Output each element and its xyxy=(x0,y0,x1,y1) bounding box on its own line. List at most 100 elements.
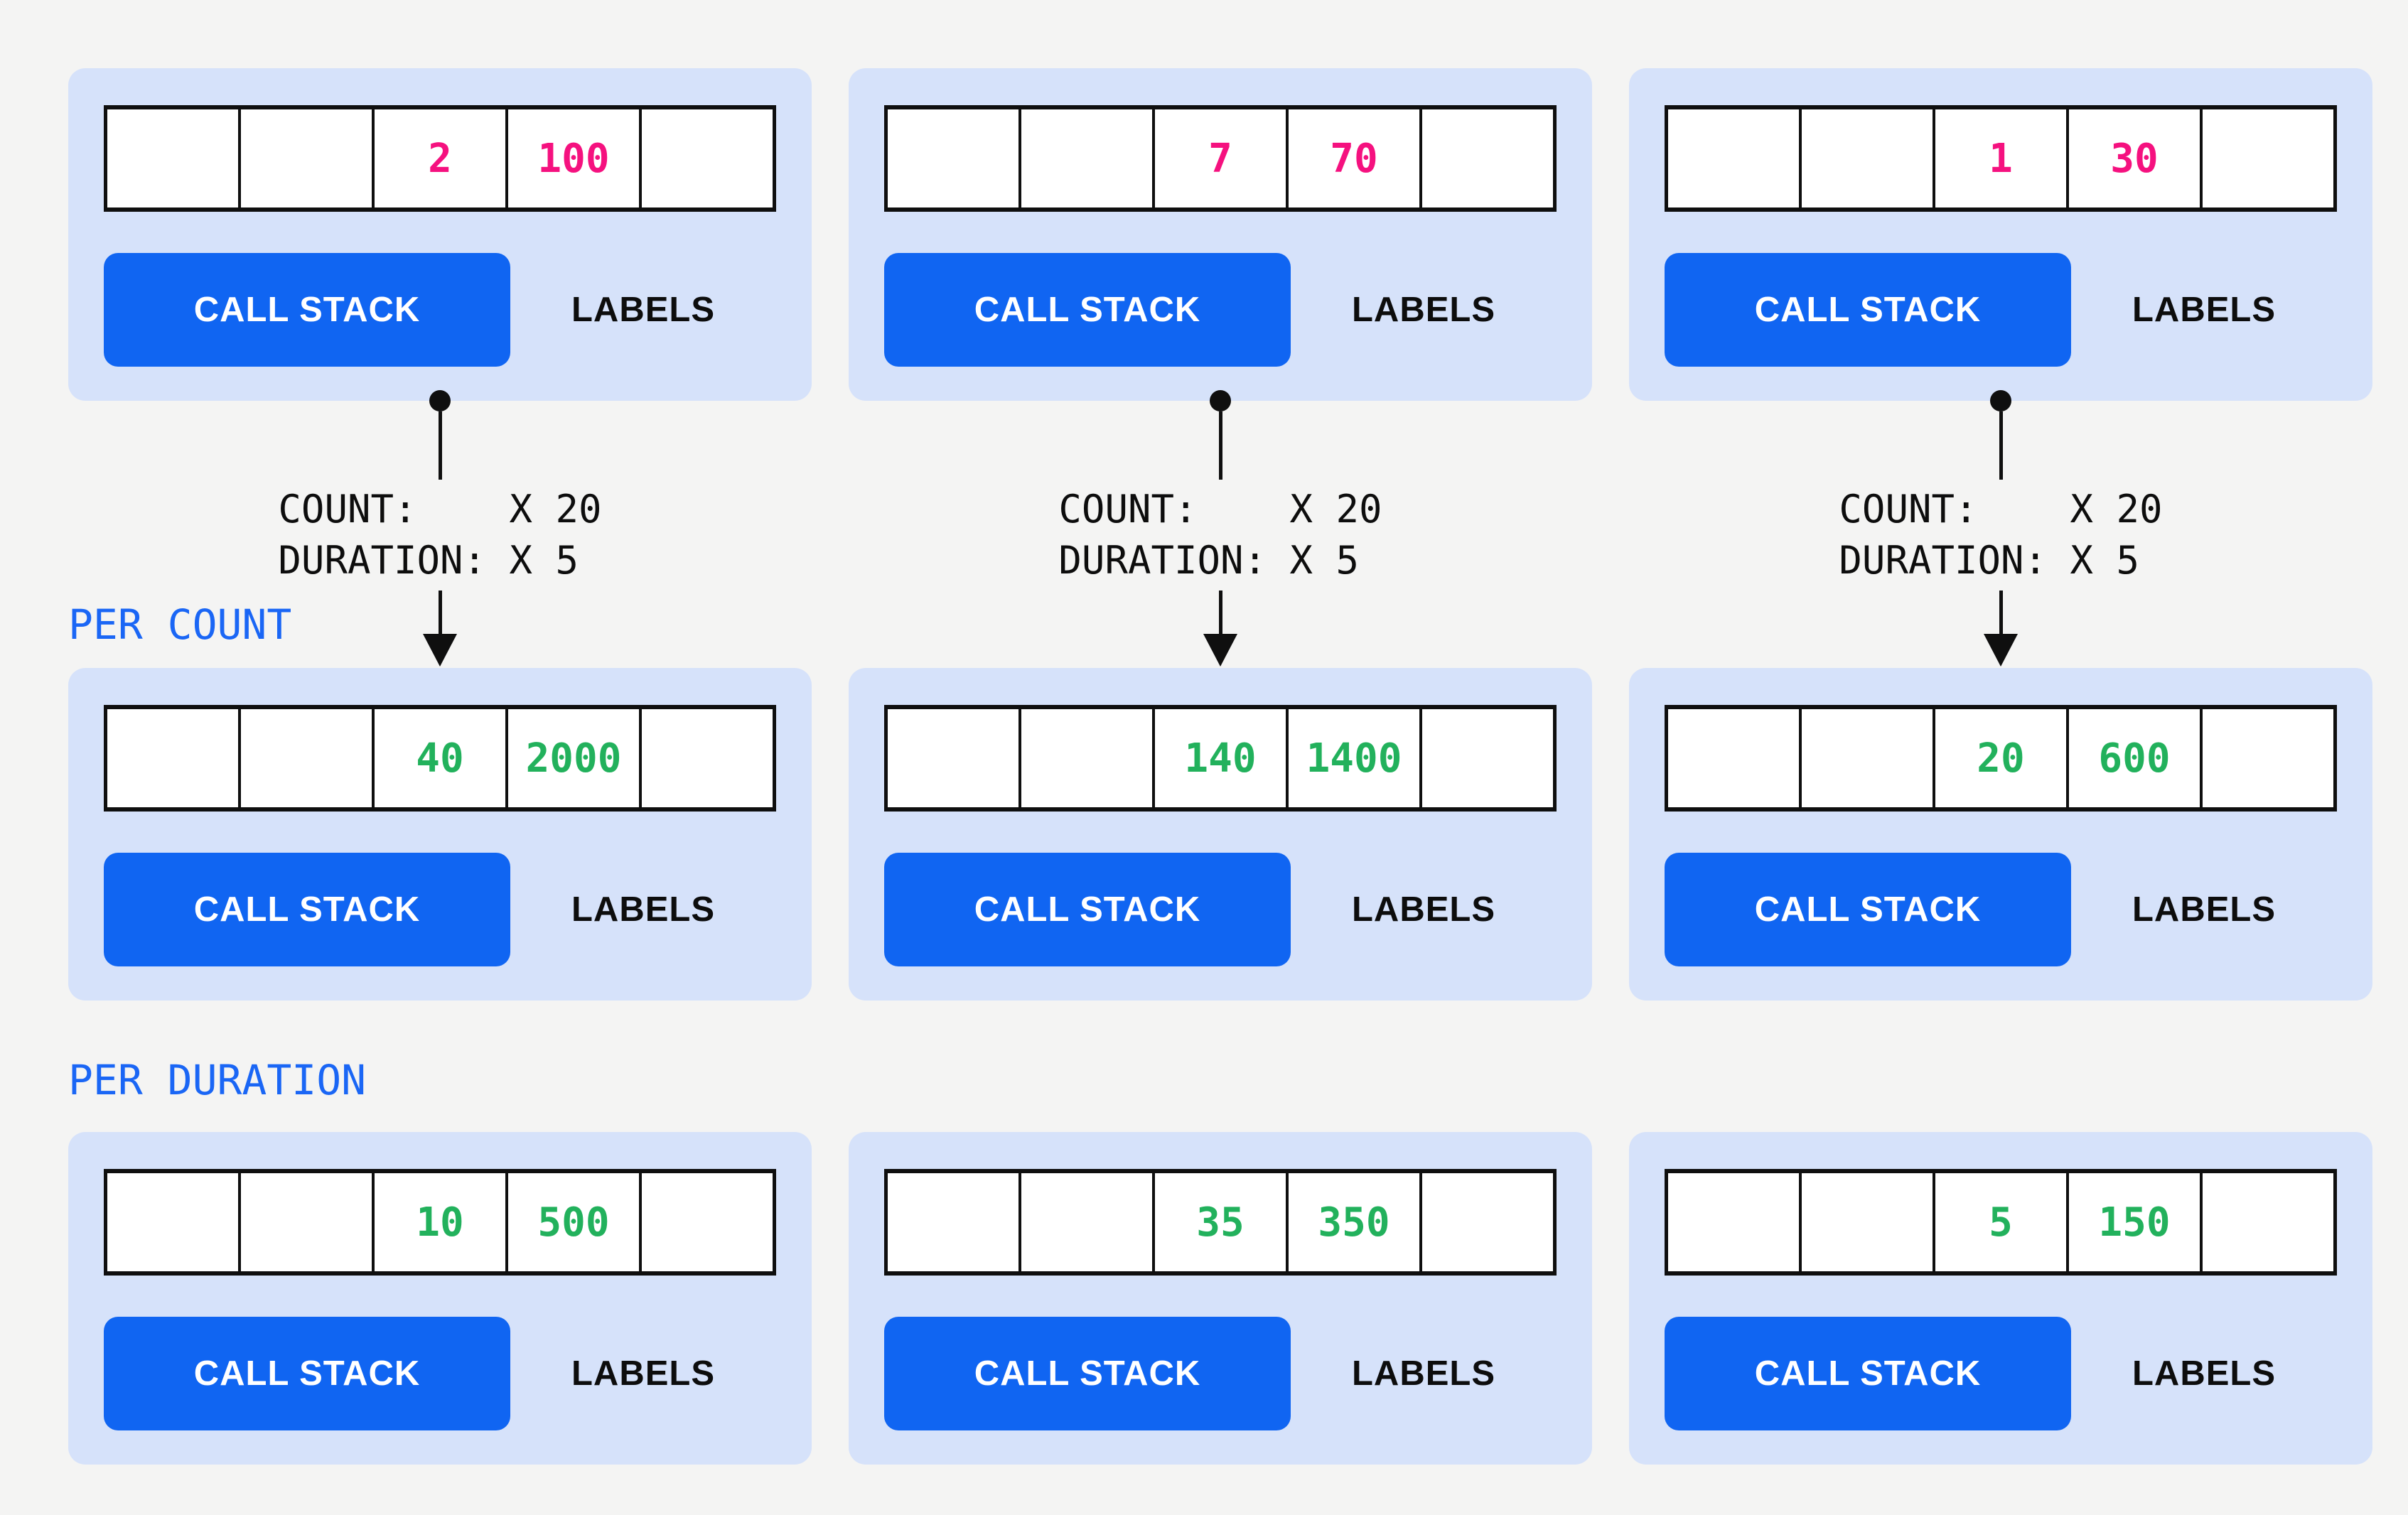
multiplier-annotation: COUNT: X 20 DURATION: X 5 xyxy=(1058,484,1382,586)
labels-caption: LABELS xyxy=(571,890,715,929)
panel-footer: CALL STACK LABELS xyxy=(1665,1317,2337,1430)
arrow-line xyxy=(438,591,442,635)
call-stack-button: CALL STACK xyxy=(1665,1317,2071,1430)
label-cell xyxy=(1802,109,1935,207)
duration-label: DURATION: xyxy=(278,538,487,583)
labels-caption: LABELS xyxy=(2132,1354,2276,1393)
label-cell xyxy=(1422,709,1553,807)
label-cell: 40 xyxy=(375,709,508,807)
duration-label: DURATION: xyxy=(1839,538,2048,583)
label-cell xyxy=(1422,109,1553,207)
arrow-head-icon xyxy=(1984,634,2018,667)
labels-caption: LABELS xyxy=(2132,890,2276,929)
label-cell xyxy=(1021,1173,1155,1271)
diagram-row-per-count: 40 2000 CALL STACK LABELS 140 1400 CALL … xyxy=(68,668,2372,1001)
label-cell xyxy=(2203,1173,2333,1271)
label-cell: 500 xyxy=(508,1173,642,1271)
label-cell: 35 xyxy=(1155,1173,1289,1271)
callstack-panel: 7 70 CALL STACK LABELS xyxy=(849,68,1592,401)
panel-footer: CALL STACK LABELS xyxy=(884,853,1557,966)
labels-caption: LABELS xyxy=(1352,890,1495,929)
labels-caption: LABELS xyxy=(571,1354,715,1393)
call-stack-button: CALL STACK xyxy=(104,853,510,966)
duration-multiplier: X 5 xyxy=(1289,538,1360,583)
call-stack-button: CALL STACK xyxy=(104,1317,510,1430)
arrow-line xyxy=(1218,591,1222,635)
count-label: COUNT: xyxy=(1839,487,1978,532)
callstack-panel: 40 2000 CALL STACK LABELS xyxy=(68,668,812,1001)
label-cell xyxy=(241,1173,375,1271)
arrow-line xyxy=(1999,411,2003,480)
label-cell: 5 xyxy=(1935,1173,2069,1271)
labels-caption: LABELS xyxy=(571,291,715,329)
callstack-panel: 2 100 CALL STACK LABELS xyxy=(68,68,812,401)
count-multiplier: X 20 xyxy=(2070,487,2163,532)
label-cells: 40 2000 xyxy=(104,705,776,812)
panel-footer: CALL STACK LABELS xyxy=(104,853,776,966)
count-label: COUNT: xyxy=(1058,487,1198,532)
label-cell xyxy=(2203,709,2333,807)
panel-footer: CALL STACK LABELS xyxy=(104,253,776,367)
label-cell xyxy=(888,109,1021,207)
call-stack-button: CALL STACK xyxy=(884,853,1291,966)
label-cell xyxy=(1021,109,1155,207)
label-cell: 600 xyxy=(2069,709,2203,807)
call-stack-button: CALL STACK xyxy=(104,253,510,367)
callstack-panel: 5 150 CALL STACK LABELS xyxy=(1629,1132,2372,1465)
label-cell xyxy=(1422,1173,1553,1271)
panel-footer: CALL STACK LABELS xyxy=(104,1317,776,1430)
arrow-line xyxy=(1218,411,1222,480)
label-cell: 350 xyxy=(1289,1173,1422,1271)
label-cell: 1 xyxy=(1935,109,2069,207)
call-stack-button: CALL STACK xyxy=(884,1317,1291,1430)
arrow-head-icon xyxy=(423,634,457,667)
label-cell xyxy=(1021,709,1155,807)
duration-label: DURATION: xyxy=(1058,538,1267,583)
label-cell: 2000 xyxy=(508,709,642,807)
label-cell xyxy=(888,709,1021,807)
label-cell: 20 xyxy=(1935,709,2069,807)
label-cell xyxy=(888,1173,1021,1271)
label-cell xyxy=(642,109,773,207)
label-cells: 2 100 xyxy=(104,105,776,212)
label-cell xyxy=(241,709,375,807)
per-count-heading: PER COUNT xyxy=(68,600,292,649)
arrow-line xyxy=(438,411,442,480)
arrow-origin-dot xyxy=(429,390,451,411)
callstack-panel: 20 600 CALL STACK LABELS xyxy=(1629,668,2372,1001)
panel-footer: CALL STACK LABELS xyxy=(1665,853,2337,966)
flow-arrow: COUNT: X 20 DURATION: X 5 xyxy=(1629,390,2372,667)
callstack-panel: 10 500 CALL STACK LABELS xyxy=(68,1132,812,1465)
label-cell xyxy=(642,1173,773,1271)
label-cell xyxy=(107,1173,241,1271)
label-cell: 70 xyxy=(1289,109,1422,207)
callstack-panel: 140 1400 CALL STACK LABELS xyxy=(849,668,1592,1001)
label-cell xyxy=(1802,1173,1935,1271)
arrow-origin-dot xyxy=(1990,390,2011,411)
label-cell: 30 xyxy=(2069,109,2203,207)
arrow-head-icon xyxy=(1203,634,1237,667)
duration-multiplier: X 5 xyxy=(2070,538,2140,583)
label-cell: 140 xyxy=(1155,709,1289,807)
count-multiplier: X 20 xyxy=(1289,487,1382,532)
labels-caption: LABELS xyxy=(1352,1354,1495,1393)
call-stack-button: CALL STACK xyxy=(1665,853,2071,966)
labels-caption: LABELS xyxy=(2132,291,2276,329)
label-cell: 1400 xyxy=(1289,709,1422,807)
arrow-origin-dot xyxy=(1210,390,1231,411)
label-cell: 150 xyxy=(2069,1173,2203,1271)
labels-caption: LABELS xyxy=(1352,291,1495,329)
label-cell: 100 xyxy=(508,109,642,207)
flow-arrow: COUNT: X 20 DURATION: X 5 xyxy=(849,390,1592,667)
flow-arrow: COUNT:X 20 DURATION:X 5 xyxy=(68,390,812,667)
label-cell xyxy=(107,709,241,807)
per-duration-heading: PER DURATION xyxy=(68,1056,367,1104)
label-cell: 7 xyxy=(1155,109,1289,207)
call-stack-button: CALL STACK xyxy=(884,253,1291,367)
label-cell xyxy=(1668,1173,1802,1271)
multiplier-annotation: COUNT: X 20 DURATION: X 5 xyxy=(1839,484,2162,586)
diagram-row-original: 2 100 CALL STACK LABELS 7 70 CALL STACK … xyxy=(68,68,2372,401)
panel-footer: CALL STACK LABELS xyxy=(1665,253,2337,367)
count-label: COUNT: xyxy=(278,487,417,532)
callstack-panel: 1 30 CALL STACK LABELS xyxy=(1629,68,2372,401)
